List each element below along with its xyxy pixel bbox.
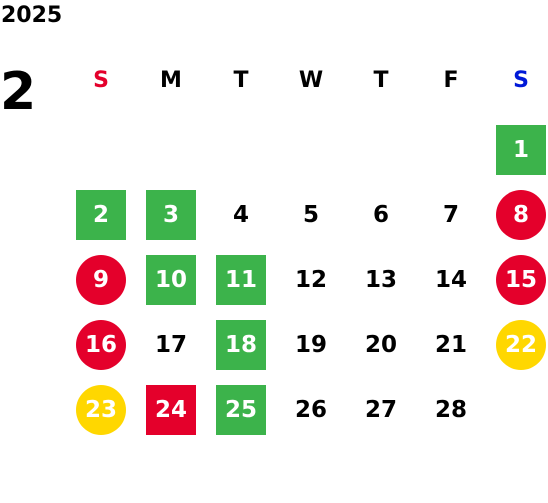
day-cell-24[interactable]: 24 <box>146 385 196 435</box>
day-cell-2[interactable]: 2 <box>76 190 126 240</box>
weekday-tuesday: T <box>233 68 249 93</box>
day-cell-18[interactable]: 18 <box>216 320 266 370</box>
day-cell-9[interactable]: 9 <box>76 255 126 305</box>
day-cell-25[interactable]: 25 <box>216 385 266 435</box>
weekday-wednesday: W <box>298 68 324 93</box>
weekday-monday: M <box>160 68 182 93</box>
weekday-thursday: T <box>373 68 389 93</box>
day-cell-19[interactable]: 19 <box>294 331 327 358</box>
weekday-saturday: S <box>513 68 529 93</box>
day-cell-16[interactable]: 16 <box>76 320 126 370</box>
day-cell-27[interactable]: 27 <box>364 396 397 423</box>
weekday-sunday: S <box>93 68 109 93</box>
day-cell-13[interactable]: 13 <box>364 266 397 293</box>
day-cell-15[interactable]: 15 <box>496 255 546 305</box>
day-cell-22[interactable]: 22 <box>496 320 546 370</box>
day-cell-4[interactable]: 4 <box>232 201 249 228</box>
day-cell-28[interactable]: 28 <box>434 396 467 423</box>
day-cell-26[interactable]: 26 <box>294 396 327 423</box>
day-cell-10[interactable]: 10 <box>146 255 196 305</box>
day-cell-5[interactable]: 5 <box>302 201 319 228</box>
day-cell-17[interactable]: 17 <box>154 331 187 358</box>
day-cell-14[interactable]: 14 <box>434 266 467 293</box>
day-cell-12[interactable]: 12 <box>294 266 327 293</box>
day-cell-6[interactable]: 6 <box>372 201 389 228</box>
year-label: 2025 <box>1 3 63 28</box>
month-label: 2 <box>0 62 37 122</box>
day-cell-3[interactable]: 3 <box>146 190 196 240</box>
day-cell-20[interactable]: 20 <box>364 331 397 358</box>
day-cell-21[interactable]: 21 <box>434 331 467 358</box>
day-cell-8[interactable]: 8 <box>496 190 546 240</box>
day-cell-23[interactable]: 23 <box>76 385 126 435</box>
day-cell-11[interactable]: 11 <box>216 255 266 305</box>
day-cell-1[interactable]: 1 <box>496 125 546 175</box>
weekday-friday: F <box>443 68 459 93</box>
day-cell-7[interactable]: 7 <box>442 201 459 228</box>
